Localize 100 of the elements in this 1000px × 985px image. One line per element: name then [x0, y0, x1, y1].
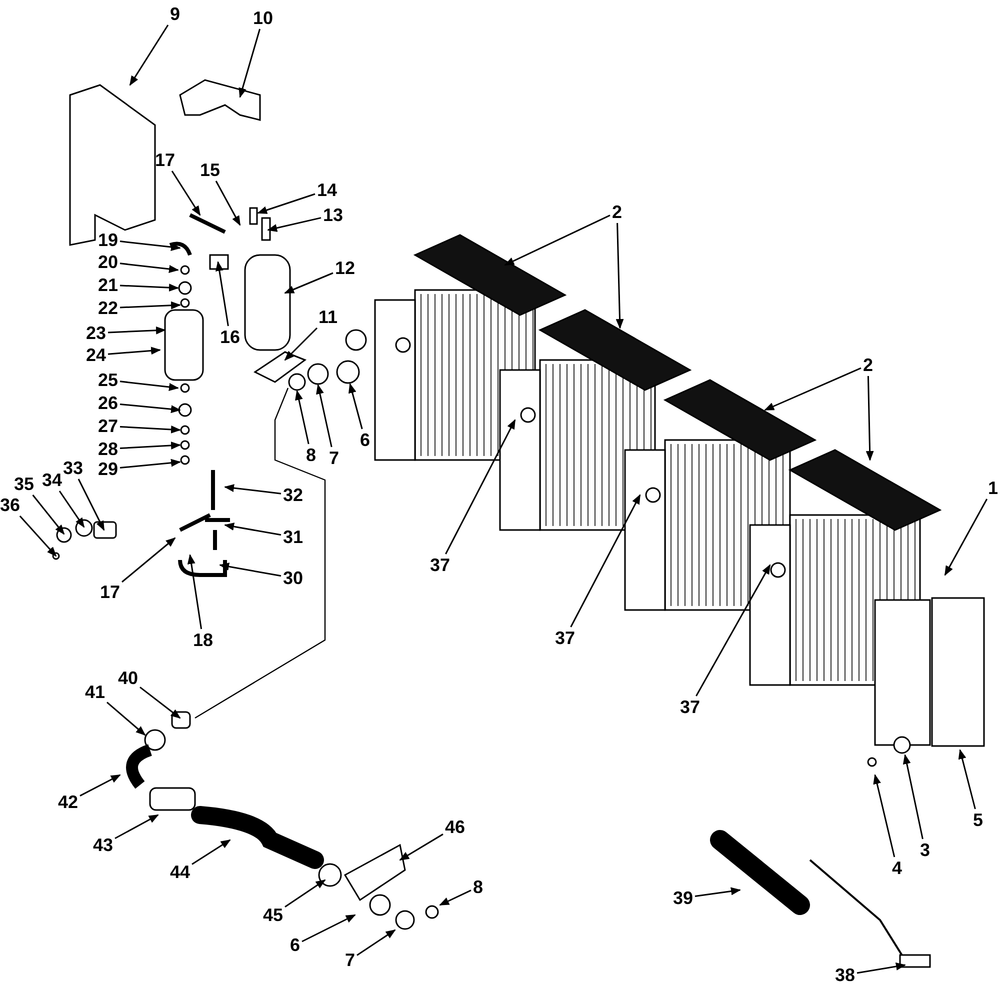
leader-line [114, 814, 159, 840]
callout-number: 32 [282, 486, 304, 504]
callout-number: 16 [220, 328, 240, 346]
callout-number: 17 [154, 151, 176, 169]
leader-line [120, 426, 181, 434]
callout-number: 37 [680, 698, 700, 716]
leader-line [295, 390, 310, 444]
callout-number: 12 [334, 259, 356, 277]
callout-number: 42 [58, 793, 78, 811]
callout-number: 35 [14, 475, 34, 493]
callout-number: 7 [329, 449, 339, 467]
callout-number: 17 [100, 583, 120, 601]
callout-number: 37 [554, 629, 576, 647]
callout-number: 25 [98, 371, 118, 389]
leader-line [120, 284, 179, 292]
leader-line [224, 484, 282, 494]
callout-number: 2 [612, 203, 622, 221]
callout-number: 10 [252, 9, 274, 27]
leader-line [32, 494, 65, 535]
callout-number: 41 [84, 683, 106, 701]
leader-line [764, 367, 862, 411]
callout-number: 27 [98, 417, 118, 435]
leader-line [284, 272, 334, 294]
callout-number: 31 [282, 528, 304, 546]
leader-line [284, 879, 326, 908]
leader-line [108, 346, 161, 355]
leader-line [570, 494, 641, 628]
callout-number: 33 [62, 459, 84, 477]
callout-number: 13 [322, 206, 344, 224]
leader-line [616, 222, 624, 329]
leader-line [215, 261, 229, 326]
callout-number: 1 [988, 479, 998, 497]
leader-line [140, 686, 181, 719]
leader-line [106, 702, 146, 736]
callout-number: 21 [98, 276, 118, 294]
leader-line [58, 490, 85, 528]
callout-number: 15 [200, 161, 220, 179]
callout-number: 19 [98, 231, 118, 249]
callout-number: 43 [92, 836, 114, 854]
leader-line [284, 327, 318, 361]
callout-number: 40 [118, 669, 138, 687]
callout-number: 20 [98, 253, 118, 271]
leader-line [866, 376, 874, 461]
leader-line [120, 403, 181, 414]
callout-number: 23 [86, 324, 106, 342]
leader-line [348, 383, 363, 430]
callout-number: 37 [430, 556, 450, 574]
leader-line [171, 170, 201, 216]
callout-number: 6 [360, 431, 370, 449]
leader-line [257, 193, 316, 214]
leader-line [958, 749, 976, 810]
callout-number: 2 [863, 356, 873, 374]
leader-line [219, 562, 282, 577]
callout-number: 11 [318, 308, 338, 326]
leader-line [504, 214, 610, 266]
callout-number: 26 [98, 394, 118, 412]
callout-number: 39 [672, 889, 694, 907]
leader-line [192, 839, 231, 865]
callout-number: 44 [170, 863, 190, 881]
callout-number: 36 [0, 496, 20, 514]
callout-number: 9 [170, 5, 180, 23]
leader-line [187, 554, 202, 630]
callout-number: 4 [892, 859, 902, 877]
callout-number: 46 [444, 818, 466, 836]
leader-line [108, 326, 166, 334]
leader-line [356, 929, 396, 956]
callout-number: 3 [920, 841, 930, 859]
leader-line [238, 28, 261, 98]
leader-line [224, 522, 282, 536]
callout-number: 38 [834, 966, 856, 984]
callout-number: 18 [192, 631, 214, 649]
callout-number: 5 [973, 811, 983, 829]
leader-line [445, 419, 516, 554]
callout-number: 29 [98, 460, 118, 478]
leader-line [120, 458, 181, 469]
leader-line [439, 890, 472, 906]
callout-number: 8 [306, 446, 316, 464]
callout-number: 28 [98, 440, 118, 458]
leader-line [696, 564, 771, 696]
leader-line [944, 498, 988, 576]
leader-line [78, 478, 105, 531]
leader-line [902, 754, 924, 840]
callout-number: 6 [290, 936, 300, 954]
callout-number: 45 [262, 906, 284, 924]
callout-number: 7 [345, 951, 355, 969]
leader-line [399, 834, 444, 861]
leader-line [215, 180, 241, 226]
leader-line [120, 301, 181, 310]
callout-number: 24 [86, 346, 106, 364]
leader-line [856, 962, 906, 974]
leader-line [694, 887, 741, 898]
leader-line [120, 442, 181, 450]
leader-line [302, 914, 356, 942]
leader-line [873, 774, 896, 858]
leader-line [129, 24, 169, 86]
leader-line [120, 380, 179, 391]
leader-line [122, 537, 176, 583]
callout-number: 8 [473, 878, 483, 896]
leader-line [267, 217, 322, 232]
callout-number: 22 [98, 299, 118, 317]
